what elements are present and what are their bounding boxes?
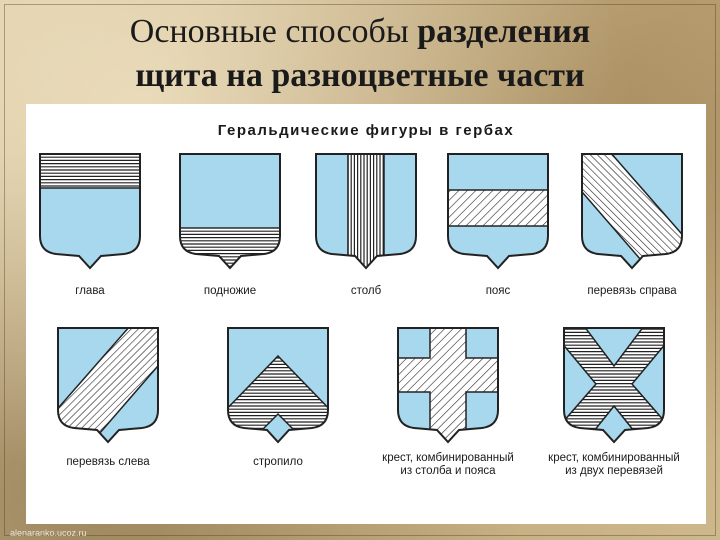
figure-label-krest-perevyazi: крест, комбинированный из двух перевязей (548, 452, 680, 477)
figure-label-stolb: столб (350, 285, 382, 297)
figure-label-krest-stolb-poyas: крест, комбинированный из столба и пояса (382, 452, 514, 477)
figure-label-podnozhie: подножие (203, 285, 257, 297)
footer-watermark: alenaranko.ucoz.ru (10, 528, 87, 538)
figure-label-poyas: пояс (485, 285, 511, 297)
shield-poyas (446, 152, 550, 272)
figure-label-stropilo: стропило (253, 456, 303, 468)
shield-stolb (314, 152, 418, 272)
slide-frame (4, 4, 716, 536)
figure-label-perevyaz-sleva: перевязь слева (66, 456, 150, 468)
shield-perevyaz-sleva (56, 326, 160, 446)
shield-krest-stolb-poyas (396, 326, 500, 446)
figure-label-glava: глава (75, 285, 105, 297)
figure-label-perevyaz-sprava: перевязь справа (587, 285, 677, 297)
diagram-panel: Геральдические фигуры в гербах (26, 104, 706, 524)
diagram-title: Геральдические фигуры в гербах (217, 122, 515, 139)
shield-glava (38, 152, 142, 272)
slide-title: Основные способы разделения щита на разн… (129, 13, 591, 94)
shield-stropilo (226, 326, 330, 446)
shield-perevyaz-sprava (580, 152, 684, 272)
shield-podnozhie (178, 152, 282, 272)
shield-krest-perevyazi (562, 326, 666, 446)
